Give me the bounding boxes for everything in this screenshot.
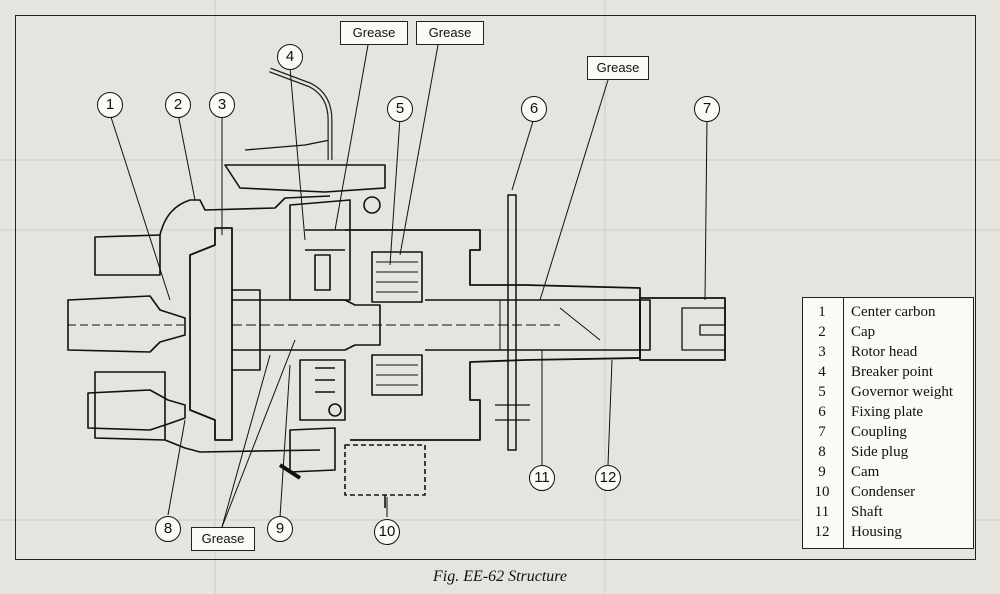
legend-number: 1 xyxy=(818,304,826,320)
legend-row: 1 Center carbon xyxy=(803,304,973,324)
callout-6: 6 xyxy=(521,96,547,122)
callout-12: 12 xyxy=(595,465,621,491)
cap-rear-block xyxy=(94,234,161,276)
callout-7: 7 xyxy=(694,96,720,122)
callout-1: 1 xyxy=(97,92,123,118)
callout-3: 3 xyxy=(209,92,235,118)
callout-4: 4 xyxy=(277,44,303,70)
legend-part-name: Coupling xyxy=(851,424,907,440)
legend-row: 10 Condenser xyxy=(803,484,973,504)
legend-number: 10 xyxy=(814,484,830,500)
callout-10: 10 xyxy=(374,519,400,545)
legend-part-name: Housing xyxy=(851,524,902,540)
legend-row: 8 Side plug xyxy=(803,444,973,464)
shaft xyxy=(425,299,651,351)
legend-divider xyxy=(843,298,844,548)
legend-number: 11 xyxy=(814,504,830,520)
legend-row: 11 Shaft xyxy=(803,504,973,524)
breaker-assembly xyxy=(289,199,351,301)
grease-label: Grease xyxy=(340,21,408,45)
legend-number: 5 xyxy=(818,384,826,400)
side-terminal xyxy=(87,389,186,431)
legend-number: 3 xyxy=(818,344,826,360)
legend-number: 9 xyxy=(818,464,826,480)
callout-8: 8 xyxy=(155,516,181,542)
legend-part-name: Center carbon xyxy=(851,304,936,320)
legend-part-name: Governor weight xyxy=(851,384,954,400)
legend-row: 6 Fixing plate xyxy=(803,404,973,424)
legend-part-name: Shaft xyxy=(851,504,883,520)
center-terminal xyxy=(67,295,186,353)
legend-part-name: Fixing plate xyxy=(851,404,924,420)
grease-label: Grease xyxy=(587,56,649,80)
legend-part-name: Breaker point xyxy=(851,364,934,380)
legend-number: 4 xyxy=(818,364,826,380)
legend-number: 8 xyxy=(818,444,826,460)
vacuum-pipe xyxy=(269,67,333,160)
legend-row: 12 Housing xyxy=(803,524,973,544)
rotor-head-shape xyxy=(189,227,233,441)
legend-number: 7 xyxy=(818,424,826,440)
legend-number: 12 xyxy=(814,524,830,540)
vacuum-controller xyxy=(224,164,386,193)
legend-part-name: Cap xyxy=(851,324,876,340)
governor-block xyxy=(371,251,423,303)
grease-label: Grease xyxy=(416,21,484,45)
grease-label: Grease xyxy=(191,527,255,551)
leader-lines xyxy=(109,44,708,528)
cap-outline-lower xyxy=(164,439,321,453)
legend-part-name: Side plug xyxy=(851,444,909,460)
figure-caption: Fig. EE-62 Structure xyxy=(432,568,568,585)
legend-row: 9 Cam xyxy=(803,464,973,484)
condenser xyxy=(344,444,426,496)
callout-11: 11 xyxy=(529,465,555,491)
callout-5: 5 xyxy=(387,96,413,122)
figure-frame xyxy=(15,15,976,560)
callout-9: 9 xyxy=(267,516,293,542)
coupling xyxy=(639,297,726,361)
legend-part-name: Condenser xyxy=(851,484,916,500)
cap-outline xyxy=(159,195,331,236)
legend-row: 7 Coupling xyxy=(803,424,973,444)
legend-part-name: Rotor head xyxy=(851,344,918,360)
fixing-plate xyxy=(507,194,517,451)
legend-row: 2 Cap xyxy=(803,324,973,344)
legend-part-name: Cam xyxy=(851,464,880,480)
legend-row: 4 Breaker point xyxy=(803,364,973,384)
callout-2: 2 xyxy=(165,92,191,118)
legend-row: 5 Governor weight xyxy=(803,384,973,404)
legend-row: 3 Rotor head xyxy=(803,344,973,364)
legend-number: 2 xyxy=(818,324,826,340)
parts-legend: 1 Center carbon 2 Cap 3 Rotor head 4 Breaker… xyxy=(802,297,974,549)
legend-number: 6 xyxy=(818,404,826,420)
